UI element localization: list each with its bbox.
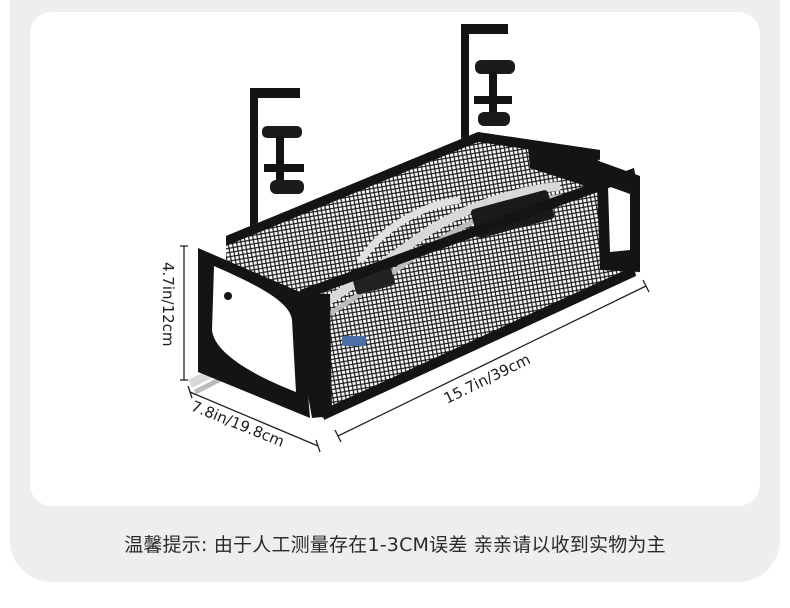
height-label: 4.7in/12cm (159, 262, 177, 347)
right-clamp (461, 24, 515, 150)
width-label: 7.8in/19.8cm (189, 397, 287, 451)
measurement-notice: 温馨提示: 由于人工测量存在1-3CM误差 亲亲请以收到实物为主 (0, 530, 790, 557)
notice-label: 温馨提示: (124, 534, 208, 556)
back-mesh (226, 132, 600, 320)
front-rim (300, 168, 636, 300)
front-mesh (310, 168, 634, 418)
notice-text: 由于人工测量存在1-3CM误差 亲亲请以收到实物为主 (213, 534, 666, 556)
height-dimension: 4.7in/12cm (159, 245, 188, 381)
left-end-plate (198, 248, 332, 418)
